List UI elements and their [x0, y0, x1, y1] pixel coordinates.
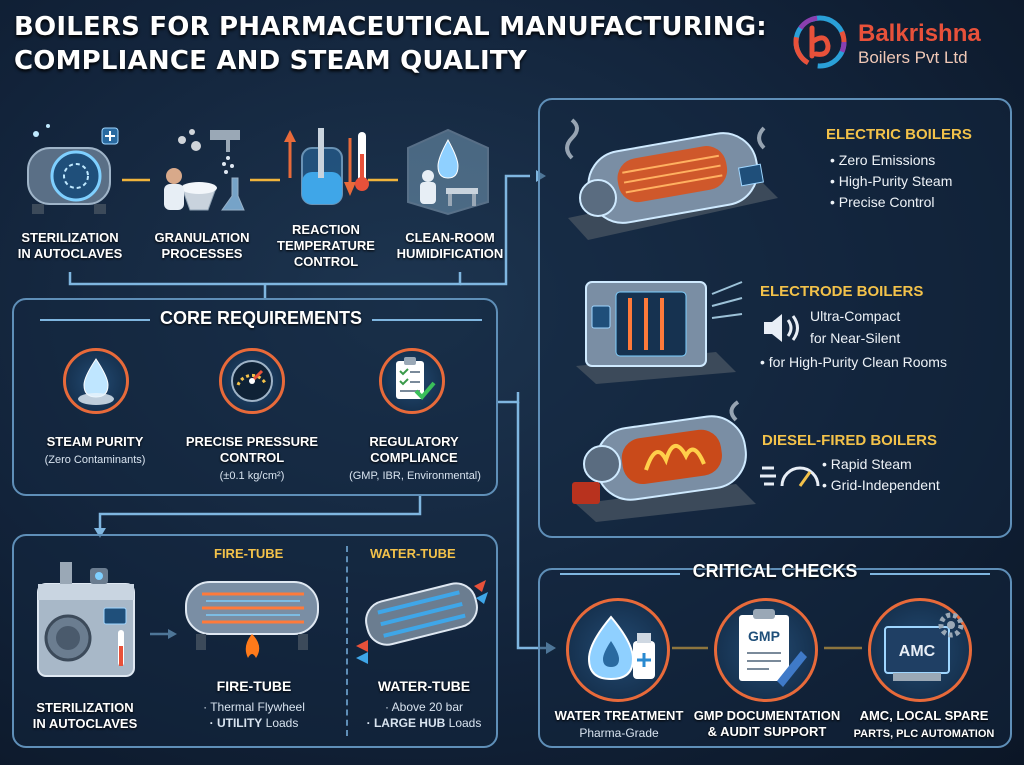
- electric-boilers-points: • Zero Emissions• High-Purity Steam• Pre…: [830, 152, 953, 210]
- electric-boiler-icon: [565, 118, 778, 240]
- type-divider: [346, 546, 348, 736]
- fire-tube-boiler-icon: [185, 581, 319, 658]
- electrode-point-1: Ultra-Compact: [810, 308, 901, 324]
- fire-tube-point-1: · Thermal Flywheel: [203, 700, 305, 714]
- core-sub-steam-purity: (Zero Contaminants): [44, 454, 146, 466]
- autoclave-machine-icon: [37, 562, 135, 677]
- pressure-gauge-icon: [231, 360, 273, 402]
- title-line-1: BOILERS FOR PHARMACEUTICAL MANUFACTURING…: [14, 12, 767, 42]
- water-tube-title: WATER-TUBE: [377, 678, 471, 694]
- page-title: BOILERS FOR PHARMACEUTICAL MANUFACTURING…: [14, 10, 784, 78]
- core-requirements-title: CORE REQUIREMENTS: [159, 308, 363, 328]
- check-sub-water: Pharma-Grade: [579, 726, 659, 740]
- core-sub-compliance: (GMP, IBR, Environmental): [349, 470, 481, 482]
- autoclave-icon: [27, 124, 119, 214]
- check-label-gmp: GMP DOCUMENTATION& AUDIT SUPPORT: [693, 708, 841, 739]
- water-tube-boiler-icon: [356, 580, 488, 664]
- electrode-boilers-title: ELECTRODE BOILERS: [760, 283, 924, 300]
- core-sub-pressure: (±0.1 kg/cm²): [219, 470, 285, 482]
- diesel-boilers-points: • Rapid Steam• Grid-Independent: [822, 456, 940, 493]
- clean-room-icon: [407, 128, 489, 216]
- compliance-icon-ring: [379, 348, 445, 414]
- gmp-icon-ring: GMP: [714, 598, 818, 702]
- check-sub-amc: PARTS, PLC AUTOMATION: [853, 728, 995, 740]
- core-title-rule-right: [372, 319, 482, 321]
- electrode-point-3: • for High-Purity Clean Rooms: [760, 354, 947, 370]
- amc-icon-ring: AMC: [868, 598, 972, 702]
- core-label-steam-purity: STEAM PURITY: [46, 434, 144, 449]
- company-logo-icon: [793, 15, 847, 69]
- fire-tube-heading: FIRE-TUBE: [214, 546, 284, 561]
- amc-automation-icon: AMC: [884, 612, 964, 681]
- core-title-rule-left: [40, 319, 150, 321]
- amc-tag: AMC: [899, 643, 936, 660]
- electric-boilers-title: ELECTRIC BOILERS: [826, 126, 972, 143]
- water-treatment-icon: [587, 615, 655, 681]
- water-treatment-icon-ring: [566, 598, 670, 702]
- fire-tube-point-2: · UTILITY Loads: [209, 716, 299, 730]
- water-tube-point-1: · Above 20 bar: [384, 700, 464, 714]
- gmp-document-icon: GMP: [739, 609, 807, 687]
- pressure-icon-ring: [219, 348, 285, 414]
- water-drop-icon: [78, 358, 114, 405]
- checks-title-rule-right: [870, 573, 990, 575]
- speed-gauge-icon: [760, 466, 820, 487]
- granulation-icon: [164, 129, 245, 211]
- electrode-boiler-icon: [576, 281, 743, 384]
- electrode-point-2: for Near-Silent: [810, 330, 901, 346]
- fire-tube-title: FIRE-TUBE: [216, 678, 292, 694]
- logo-subtitle: Boilers Pvt Ltd: [858, 48, 968, 67]
- critical-checks-title: CRITICAL CHECKS: [692, 561, 858, 581]
- reaction-vessel-icon: [284, 128, 369, 205]
- check-label-water: WATER TREATMENT: [554, 708, 684, 723]
- speaker-icon: [764, 314, 799, 342]
- water-tube-heading: WATER-TUBE: [370, 546, 456, 561]
- diesel-boiler-icon: [572, 400, 756, 522]
- gmp-tag: GMP: [748, 628, 780, 644]
- checklist-icon: [396, 357, 436, 400]
- diesel-boilers-title: DIESEL-FIRED BOILERS: [762, 432, 938, 449]
- checks-title-rule-left: [560, 573, 680, 575]
- title-line-2: COMPLIANCE AND STEAM QUALITY: [14, 46, 527, 76]
- water-tube-point-2: · LARGE HUB Loads: [366, 716, 482, 730]
- steam-purity-icon-ring: [63, 348, 129, 414]
- check-label-amc: AMC, LOCAL SPARE: [859, 708, 989, 723]
- logo-name: Balkrishna: [858, 20, 981, 47]
